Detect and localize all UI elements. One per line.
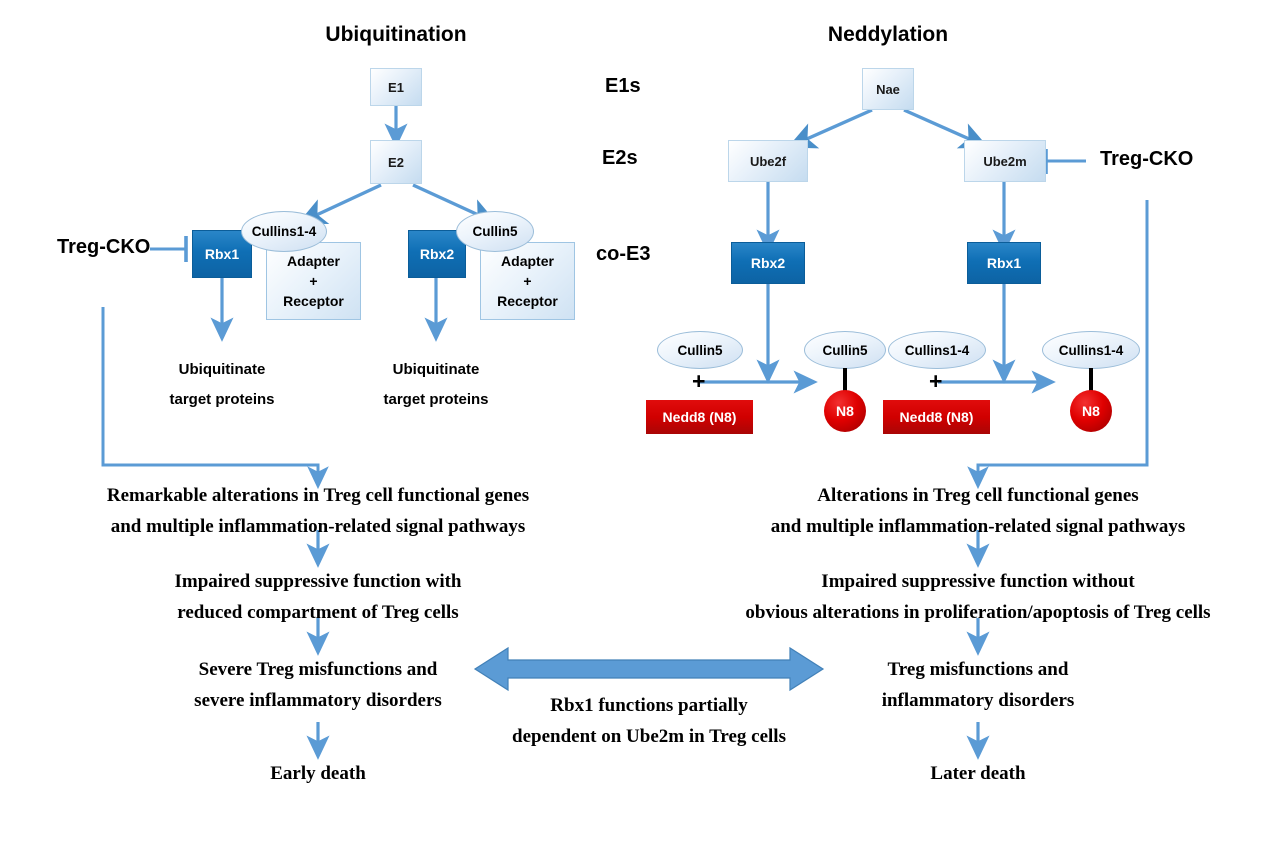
box-nedd8-right: Nedd8 (N8) <box>883 400 990 434</box>
box-rbx1-ubiquitination: Rbx1 <box>192 230 252 278</box>
ellipse-cullin5-substrate: Cullin5 <box>657 331 743 369</box>
box-ube2m: Ube2m <box>964 140 1046 182</box>
title-ubiquitination: Ubiquitination <box>325 23 467 46</box>
box-nae: Nae <box>862 68 914 110</box>
ellipse-cullins1-4-product: Cullins1-4 <box>1042 331 1140 369</box>
adapter-plus: + <box>523 272 532 289</box>
outcome-line-1: Early death <box>270 763 366 784</box>
adapter-label: Adapter <box>501 252 554 269</box>
outcome-left-4: Early death <box>18 758 618 789</box>
ellipse-cullins1-4-ubiquitination: Cullins1-4 <box>241 211 327 252</box>
outcome-line-1: Impaired suppressive function without <box>821 571 1135 592</box>
outcome-line-2: inflammatory disorders <box>881 690 1075 712</box>
box-rbx2-ubiquitination: Rbx2 <box>408 230 466 278</box>
outcome-left-2: Impaired suppressive function with reduc… <box>18 566 618 629</box>
outcome-left-3: Severe Treg misfunctions and severe infl… <box>18 654 618 717</box>
outcome-line-2: and multiple inflammation-related signal… <box>770 516 1186 538</box>
stage-label-e1s: E1s <box>605 75 641 97</box>
outcome-left-1: Remarkable alterations in Treg cell func… <box>18 480 618 543</box>
treg-cko-label-right: Treg-CKO <box>1100 148 1194 170</box>
outcome-right-1: Alterations in Treg cell functional gene… <box>678 480 1268 543</box>
outcome-right-3: Treg misfunctions and inflammatory disor… <box>678 654 1268 717</box>
outcome-line-1: Treg misfunctions and <box>887 659 1069 680</box>
outcome-line-2: reduced compartment of Treg cells <box>177 602 459 624</box>
comparison-caption: Rbx1 functions partially dependent on Ub… <box>449 690 849 753</box>
box-nedd8-left: Nedd8 (N8) <box>646 400 753 434</box>
cullin-n8-linker-left <box>843 368 847 394</box>
title-neddylation: Neddylation <box>827 23 949 46</box>
outcome-line-2: obvious alterations in proliferation/apo… <box>745 602 1211 624</box>
adapter-label: Adapter <box>287 252 340 269</box>
outcome-line-1: Later death <box>930 763 1026 784</box>
outcome-line-1: Impaired suppressive function with <box>174 571 462 592</box>
circle-n8-right: N8 <box>1070 390 1112 432</box>
outcome-line-1: Remarkable alterations in Treg cell func… <box>106 485 530 506</box>
outcome-line-2: severe inflammatory disorders <box>194 690 442 712</box>
comparison-caption-line-1: Rbx1 functions partially <box>550 695 748 716</box>
ellipse-cullin5-ubiquitination: Cullin5 <box>456 211 534 252</box>
box-rbx2-neddylation: Rbx2 <box>731 242 805 284</box>
adapter-plus: + <box>309 272 318 289</box>
output-line-2: target proteins <box>383 391 489 408</box>
receptor-label: Receptor <box>283 293 344 310</box>
comparison-caption-line-2: dependent on Ube2m in Treg cells <box>512 726 786 748</box>
adapter-receptor-box-left: Adapter + Receptor <box>266 242 361 320</box>
output-line-2: target proteins <box>169 391 275 408</box>
output-text-left: Ubiquitinate target proteins <box>132 355 312 415</box>
output-line-1: Ubiquitinate <box>178 361 266 378</box>
box-ube2f: Ube2f <box>728 140 808 182</box>
outcome-line-1: Alterations in Treg cell functional gene… <box>817 485 1139 506</box>
box-e2: E2 <box>370 140 422 184</box>
adapter-receptor-box-right: Adapter + Receptor <box>480 242 575 320</box>
outcome-line-1: Severe Treg misfunctions and <box>198 659 438 680</box>
receptor-label: Receptor <box>497 293 558 310</box>
treg-cko-label-left: Treg-CKO <box>57 236 151 258</box>
box-e1: E1 <box>370 68 422 106</box>
outcome-right-4: Later death <box>678 758 1268 789</box>
outcome-line-2: and multiple inflammation-related signal… <box>110 516 526 538</box>
plus-sign-left: + <box>692 368 706 394</box>
circle-n8-left: N8 <box>824 390 866 432</box>
outcome-right-2: Impaired suppressive function without ob… <box>678 566 1268 629</box>
cullin-n8-linker-right <box>1089 368 1093 394</box>
stage-label-e2s: E2s <box>602 147 638 169</box>
stage-label-co-e3: co-E3 <box>596 243 651 265</box>
plus-sign-right: + <box>929 368 943 394</box>
ellipse-cullins1-4-substrate: Cullins1-4 <box>888 331 986 369</box>
ellipse-cullin5-product: Cullin5 <box>804 331 886 369</box>
output-line-1: Ubiquitinate <box>392 361 480 378</box>
box-rbx1-neddylation: Rbx1 <box>967 242 1041 284</box>
output-text-right: Ubiquitinate target proteins <box>346 355 526 415</box>
